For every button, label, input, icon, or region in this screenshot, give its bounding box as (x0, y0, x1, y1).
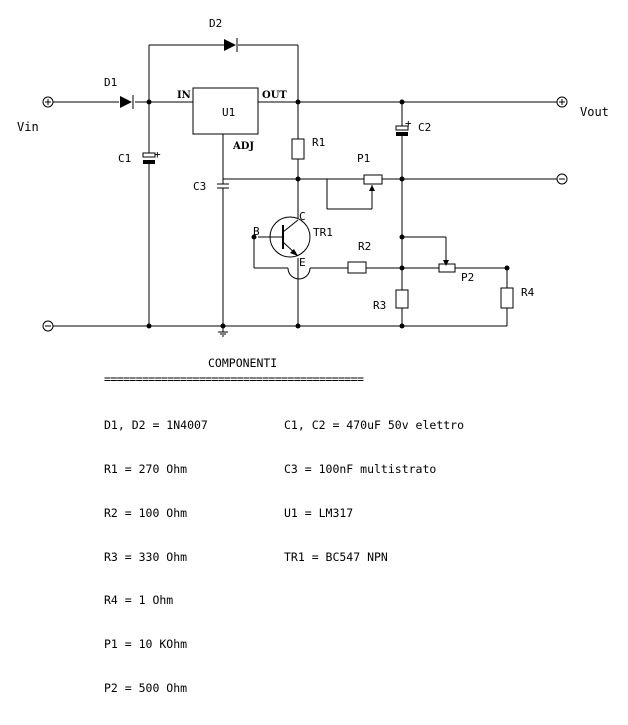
label-r2: R2 (358, 240, 371, 253)
component-line: R2 = 100 Ohm (104, 505, 188, 520)
label-p1: P1 (357, 152, 370, 165)
component-line: R4 = 1 Ohm (104, 593, 174, 608)
potentiometer-p1 (363, 174, 383, 191)
resistor-r1 (291, 138, 305, 160)
capacitor-c2 (395, 125, 409, 136)
label-c2: C2 (418, 121, 431, 134)
capacitor-c3 (217, 180, 229, 191)
components-left-column: D1, D2 = 1N4007 R1 = 270 Ohm R2 = 100 Oh… (104, 389, 208, 725)
label-out: OUT (262, 90, 287, 101)
label-vout: Vout (580, 105, 609, 119)
component-line: C1, C2 = 470uF 50v elettro (284, 418, 465, 433)
label-c3: C3 (193, 180, 206, 193)
terminal-vout-plus (556, 96, 568, 108)
label-p2: P2 (461, 271, 474, 284)
label-r4: R4 (521, 286, 535, 299)
component-line: R1 = 270 Ohm (104, 461, 188, 476)
component-line: D1, D2 = 1N4007 (104, 418, 208, 433)
label-in: IN (177, 90, 191, 101)
component-line: U1 = LM317 (284, 505, 354, 520)
label-d1: D1 (104, 76, 117, 89)
terminal-vin-minus (42, 320, 54, 332)
label-collector: C (299, 210, 306, 223)
components-list: COMPONENTI =============================… (104, 356, 464, 695)
resistor-r2 (347, 261, 367, 274)
component-line: TR1 = BC547 NPN (284, 549, 388, 564)
transistor-tr1 (258, 216, 311, 258)
junction-dots (146, 99, 510, 329)
terminal-vin-plus (42, 96, 54, 108)
label-c1: C1 (118, 152, 131, 165)
label-base: B (253, 225, 260, 238)
label-vin: Vin (17, 120, 39, 134)
regulator-u1 (192, 87, 259, 135)
components-rule: ========================================… (104, 372, 364, 386)
resistor-r3 (395, 289, 409, 309)
components-title: COMPONENTI (208, 356, 278, 370)
component-line: R3 = 330 Ohm (104, 549, 188, 564)
diode-d1 (120, 95, 134, 109)
diode-d2 (224, 38, 238, 52)
components-right-column: C1, C2 = 470uF 50v elettro C3 = 100nF mu… (284, 389, 464, 593)
label-c2-plus: + (405, 117, 412, 130)
component-line: C3 = 100nF multistrato (284, 461, 437, 476)
resistor-r4 (500, 287, 514, 309)
potentiometer-p2 (438, 260, 456, 273)
wires (53, 44, 557, 332)
label-tr1: TR1 (313, 226, 333, 239)
label-r1: R1 (312, 136, 325, 149)
label-adj: ADJ (232, 141, 254, 152)
capacitor-c1 (142, 152, 156, 164)
label-emitter: E (299, 256, 306, 269)
label-r3: R3 (373, 299, 386, 312)
component-line: P2 = 500 Ohm (104, 680, 188, 695)
label-c1-plus: + (154, 148, 161, 161)
terminal-vout-minus (556, 173, 568, 185)
circuit-schematic: Vin Vout D1 D2 IN OUT U1 ADJ C1 + C2 + C… (17, 17, 609, 337)
label-u1: U1 (222, 106, 235, 119)
ground-symbol (218, 331, 228, 337)
component-line: P1 = 10 KOhm (104, 637, 188, 652)
label-d2: D2 (209, 17, 222, 30)
